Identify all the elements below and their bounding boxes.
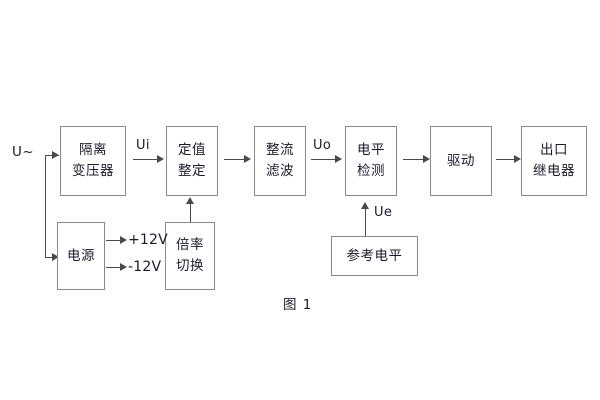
block-line: 电平 — [357, 142, 385, 159]
block-level-detection[interactable]: 电平 检测 — [345, 126, 397, 196]
block-line: 定值 — [178, 142, 206, 159]
connector-arrow-up — [185, 197, 194, 204]
block-power-supply[interactable]: 电源 — [57, 222, 105, 290]
connector-rectify-to-level — [311, 159, 337, 160]
rail-arrow-negative — [120, 262, 127, 271]
rail-line-positive — [106, 240, 122, 241]
branch-to-transformer-line — [45, 155, 53, 156]
block-isolation-transformer[interactable]: 隔离 变压器 — [60, 126, 126, 196]
block-line: 隔离 — [79, 142, 107, 159]
connector-reference-to-level — [365, 208, 366, 236]
rail-line-negative — [106, 267, 122, 268]
figure-caption: 图 1 — [283, 297, 313, 313]
block-output-relay[interactable]: 出口 继电器 — [521, 126, 587, 196]
rail-label-negative: -12V — [128, 259, 162, 275]
branch-to-power-supply-arrow — [52, 252, 59, 261]
connector-multiplier-to-setting — [190, 203, 191, 222]
block-line: 变压器 — [72, 163, 114, 179]
block-setting-value[interactable]: 定值 整定 — [166, 126, 218, 196]
connector-setting-to-rectify — [224, 159, 246, 160]
connector-arrow — [157, 154, 164, 163]
connector-transformer-to-setting — [133, 159, 159, 160]
rail-arrow-positive — [120, 235, 127, 244]
connector-arrow — [514, 154, 521, 163]
block-line: 整流 — [266, 142, 294, 159]
block-line: 驱动 — [447, 152, 475, 169]
block-line: 切换 — [176, 258, 204, 274]
block-line: 参考电平 — [346, 247, 403, 264]
block-line: 倍率 — [176, 237, 204, 254]
block-line: 整定 — [178, 163, 206, 179]
connector-arrow — [244, 154, 251, 163]
block-reference-level[interactable]: 参考电平 — [331, 236, 418, 276]
block-line: 继电器 — [533, 163, 575, 179]
signal-label-uo: Uo — [313, 138, 332, 153]
branch-to-transformer-arrow — [52, 150, 59, 159]
connector-arrow — [423, 154, 430, 163]
input-signal-label: U~ — [12, 144, 34, 160]
block-line: 出口 — [540, 142, 568, 159]
connector-level-to-drive — [403, 159, 425, 160]
connector-arrow — [335, 154, 342, 163]
block-line: 滤波 — [266, 163, 294, 179]
branch-to-power-supply-line — [45, 257, 53, 258]
block-line: 检测 — [357, 163, 385, 179]
connector-arrow-up — [360, 202, 369, 209]
connector-drive-to-relay — [496, 159, 518, 160]
block-line: 电源 — [67, 247, 95, 264]
block-multiplier-switch[interactable]: 倍率 切换 — [165, 222, 215, 290]
rail-label-positive: +12V — [128, 232, 168, 248]
block-drive[interactable]: 驱动 — [430, 126, 492, 196]
input-branch-vertical-line — [45, 155, 46, 257]
block-rectify-filter[interactable]: 整流 滤波 — [254, 126, 306, 196]
signal-label-ui: Ui — [136, 138, 150, 153]
signal-label-ue: Ue — [374, 205, 393, 220]
